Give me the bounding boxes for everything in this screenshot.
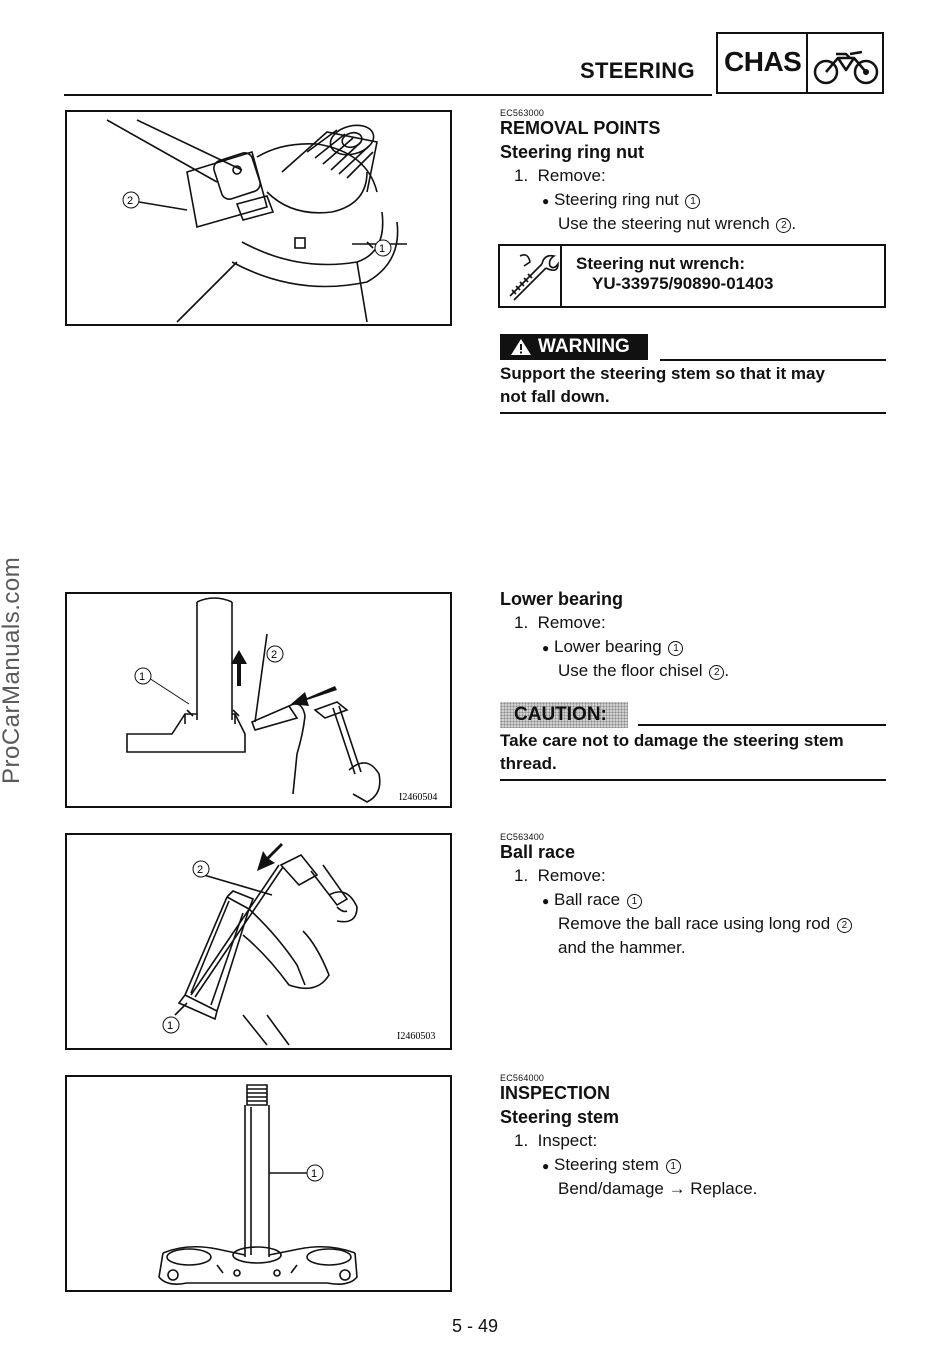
figure-drawing: 2 1 I2460503 (162, 843, 435, 1046)
step-number: 1. (514, 866, 529, 885)
tool-name: Steering nut wrench: (576, 254, 746, 273)
caution-line-2: thread. (500, 754, 557, 773)
list-item: ● Steering ring nut 1 (542, 188, 701, 213)
list-item: ● Steering stem 1 (542, 1153, 681, 1178)
header-rule (64, 94, 712, 96)
list-item: ● Lower bearing 1 (542, 635, 684, 660)
watermark: ProCarManuals.com (0, 556, 25, 784)
section-code: EC563400 (500, 832, 545, 842)
item-detail: Remove the ball race using long rod 2 (558, 912, 852, 936)
bullet-icon: ● (542, 894, 550, 908)
figure-code: I2460503 (397, 1031, 435, 1042)
callout-1: 1 (311, 1168, 317, 1180)
section-title: STEERING (580, 58, 695, 83)
item-ref: 1 (685, 194, 701, 209)
step-line: 1. Inspect: (514, 1129, 597, 1153)
tool-divider (560, 246, 562, 306)
caution-line-1: Take care not to damage the steering ste… (500, 731, 844, 750)
caution-text: Take care not to damage the steering ste… (500, 729, 886, 775)
item-name: Steering ring nut (553, 190, 679, 209)
detail-tail: . (724, 661, 730, 680)
detail-text: Use the steering nut wrench (558, 214, 770, 233)
chapter-badge: CHAS (716, 32, 884, 94)
detail-ref: 2 (709, 665, 725, 680)
warning-label: WARNING (538, 336, 630, 357)
detail-tail: . (791, 214, 797, 233)
figure-drawing: 2 1 (106, 119, 407, 323)
detail-ref: 2 (836, 918, 852, 933)
item-ref: 1 (668, 641, 684, 656)
warning-rule (660, 359, 886, 361)
figure-drawing: 1 2 I2460504 (126, 597, 437, 803)
page-number: 5 - 49 (452, 1316, 499, 1336)
motorcycle-icon (813, 50, 879, 85)
callout-1: 1 (167, 1020, 173, 1032)
subheading-ball-race: Ball race (500, 842, 576, 862)
heading-inspection: INSPECTION (500, 1083, 611, 1103)
figure-drawing: 1 (158, 1084, 358, 1285)
warning-badge: WARNING (500, 334, 648, 360)
special-tool-box: Steering nut wrench: YU-33975/90890-0140… (498, 244, 886, 308)
caution-badge: CAUTION: (500, 702, 628, 728)
figure-steering-stem: 1 (65, 1075, 452, 1292)
subheading-steering-stem: Steering stem (500, 1107, 620, 1127)
section-code: EC563000 (500, 108, 545, 118)
subheading-lower-bearing: Lower bearing (500, 589, 624, 609)
item-detail: Use the steering nut wrench 2. (558, 212, 796, 236)
warning-icon (511, 339, 531, 355)
warning-line-2: not fall down. (500, 387, 610, 406)
step-line: 1. Remove: (514, 864, 606, 888)
callout-2: 2 (271, 649, 277, 661)
item-name: Steering stem (553, 1155, 659, 1174)
step-number: 1. (514, 613, 529, 632)
tool-part-number: YU-33975/90890-01403 (592, 274, 774, 293)
figure-code: I2460504 (399, 792, 437, 803)
item-detail-2: and the hammer. (558, 938, 686, 957)
figure-ball-race: 2 1 I2460503 (65, 833, 452, 1050)
step-line: 1. Remove: (514, 164, 606, 188)
figure-lower-bearing: 1 2 I2460504 (65, 592, 452, 808)
callout-2: 2 (127, 195, 133, 207)
wrench-icon (509, 254, 559, 301)
caution-rule (638, 724, 886, 726)
detail-text: Use the floor chisel (558, 661, 703, 680)
chapter-label: CHAS (724, 46, 802, 77)
detail-text: Remove the ball race using long rod (558, 914, 831, 933)
item-ref: 1 (626, 894, 642, 909)
step-line: 1. Remove: (514, 611, 606, 635)
figure-steering-ring-nut: 2 1 (65, 110, 452, 326)
callout-1: 1 (139, 671, 145, 683)
warning-end-rule (500, 412, 886, 414)
bullet-icon: ● (542, 1159, 550, 1173)
bullet-icon: ● (542, 641, 550, 655)
subheading-steering-ring-nut: Steering ring nut (500, 142, 644, 162)
item-detail: Bend/damage → Replace. (558, 1179, 758, 1198)
detail-ref: 2 (776, 218, 792, 233)
step-action: Remove: (537, 866, 606, 885)
step-action: Inspect: (537, 1131, 598, 1150)
warning-text: Support the steering stem so that it may… (500, 362, 886, 408)
list-item: ● Ball race 1 (542, 888, 642, 913)
item-name: Ball race (553, 890, 621, 909)
section-code: EC564000 (500, 1073, 545, 1083)
bullet-icon: ● (542, 194, 550, 208)
item-ref: 1 (665, 1159, 681, 1174)
callout-2: 2 (197, 864, 203, 876)
chapter-divider (806, 34, 808, 94)
warning-line-1: Support the steering stem so that it may (500, 364, 825, 383)
item-name: Lower bearing (553, 637, 662, 656)
callout-1: 1 (379, 243, 385, 255)
step-number: 1. (514, 166, 529, 185)
heading-removal-points: REMOVAL POINTS (500, 118, 661, 138)
caution-end-rule (500, 779, 886, 781)
step-number: 1. (514, 1131, 529, 1150)
item-detail: Use the floor chisel 2. (558, 659, 729, 683)
step-action: Remove: (537, 166, 606, 185)
step-action: Remove: (537, 613, 606, 632)
